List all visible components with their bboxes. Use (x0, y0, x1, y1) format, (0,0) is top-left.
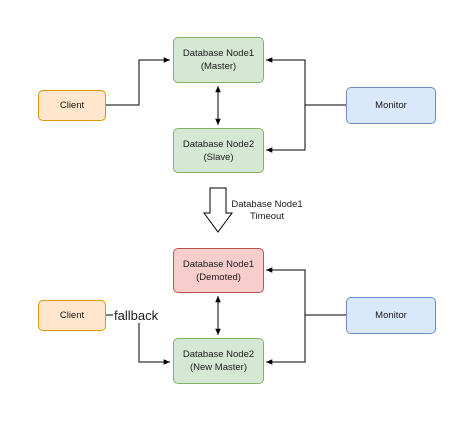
node1-name-bottom: Database Node1 (182, 258, 255, 270)
client-node-top[interactable]: Client (38, 90, 106, 121)
database-node2-slave[interactable]: Database Node2 (Slave) (173, 128, 264, 173)
edge-monitor-to-master (266, 57, 346, 106)
client-label-top: Client (59, 100, 85, 111)
edge-client-to-master (106, 57, 170, 106)
monitor-label-top: Monitor (375, 100, 407, 111)
edge-monitor-to-demoted (266, 267, 346, 316)
database-node1-master[interactable]: Database Node1 (Master) (173, 37, 264, 83)
node2-name-bottom: Database Node2 (182, 349, 255, 360)
database-node2-new-master[interactable]: Database Node2 (New Master) (173, 338, 264, 384)
monitor-label-bottom: Monitor (375, 310, 407, 321)
node1-role-top: (Master) (200, 61, 237, 72)
transition-arrow (203, 187, 233, 233)
monitor-node-bottom[interactable]: Monitor (346, 297, 436, 334)
timeout-label-line1: Database Node1 (231, 199, 303, 210)
timeout-label-line2: Timeout (250, 211, 284, 222)
node1-name-top: Database Node1 (182, 48, 255, 59)
node2-role-bottom: (New Master) (189, 362, 247, 373)
node1-role-bottom: (Demoted) (196, 271, 241, 283)
timeout-label: Database Node1 Timeout (226, 199, 308, 223)
database-node1-demoted[interactable]: Database Node1 (Demoted) (173, 248, 264, 293)
monitor-node-top[interactable]: Monitor (346, 87, 436, 124)
fallback-label: fallback (113, 308, 160, 323)
client-node-bottom[interactable]: Client (38, 300, 106, 331)
edge-monitor-to-slave (266, 105, 306, 153)
node2-role-top: (Slave) (203, 151, 234, 163)
edge-monitor-to-new-master (266, 315, 306, 365)
client-label-bottom: Client (59, 310, 85, 321)
node2-name-top: Database Node2 (182, 138, 255, 150)
